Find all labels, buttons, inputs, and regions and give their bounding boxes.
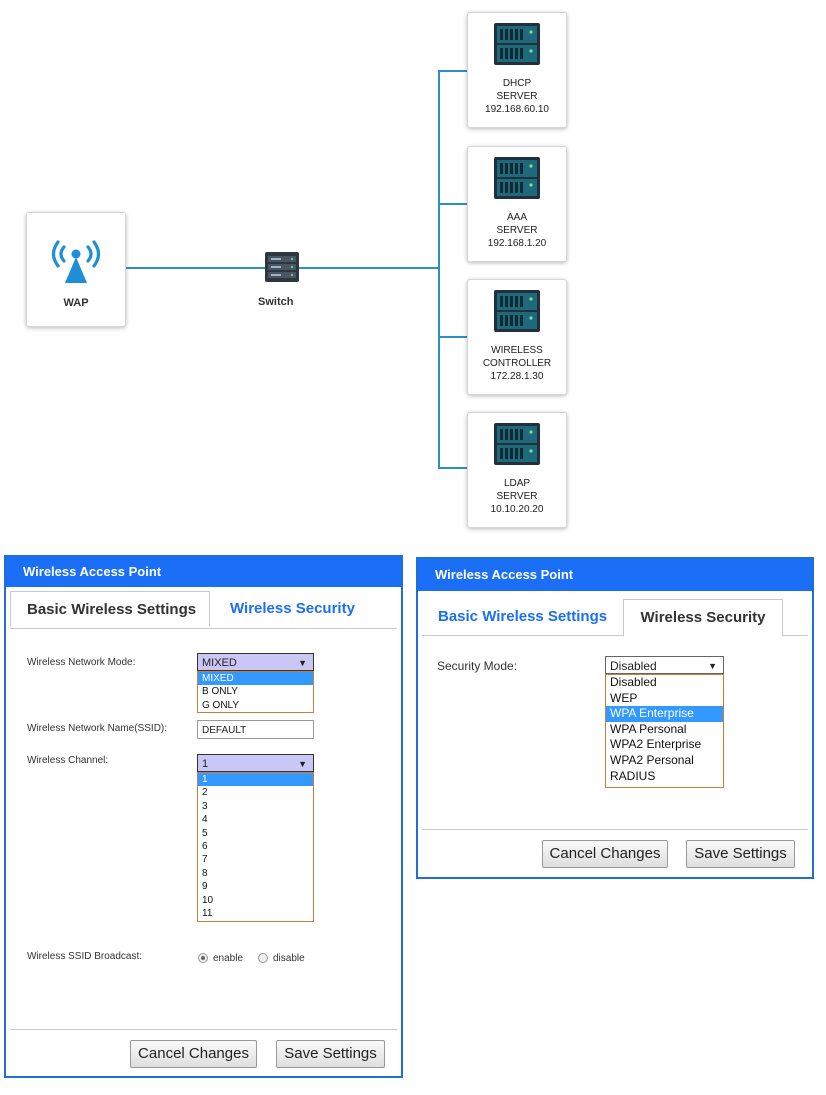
- network-mode-options: MIXED B ONLY G ONLY: [197, 671, 314, 713]
- channel-option[interactable]: 11: [202, 907, 213, 919]
- server-ip-line: 10.10.20.20: [490, 504, 544, 515]
- channel-label: Wireless Channel:: [27, 755, 109, 766]
- server-rack-icon: [494, 423, 540, 465]
- server-rack-icon: [494, 23, 540, 65]
- network-mode-option[interactable]: MIXED: [198, 672, 313, 686]
- server-label: DHCP SERVER 192.168.60.10: [468, 77, 566, 116]
- channel-select[interactable]: 1 ▼: [197, 754, 314, 772]
- security-mode-option[interactable]: RADIUS: [610, 768, 656, 783]
- wireless-antenna-icon: [51, 240, 101, 283]
- aaa-server-node[interactable]: AAA SERVER 192.168.1.20: [467, 146, 567, 262]
- ldap-server-node[interactable]: LDAP SERVER 10.10.20.20: [467, 412, 567, 528]
- channel-option[interactable]: 8: [202, 867, 208, 879]
- network-mode-label: Wireless Network Mode:: [27, 657, 136, 668]
- security-mode-option[interactable]: WPA Enterprise: [606, 706, 723, 722]
- switch-node[interactable]: Switch: [258, 252, 308, 314]
- channel-option[interactable]: 6: [202, 840, 208, 852]
- channel-options: 1 2 3 4 5 6 7 8 9 10 11: [197, 772, 314, 922]
- security-mode-option[interactable]: Disabled: [610, 675, 657, 689]
- server-type-line: SERVER: [496, 491, 538, 502]
- security-mode-select[interactable]: Disabled ▼: [605, 656, 724, 674]
- security-mode-option[interactable]: WEP: [610, 690, 638, 705]
- security-mode-option[interactable]: WPA2 Enterprise: [610, 737, 702, 752]
- security-mode-option[interactable]: WPA Personal: [610, 721, 687, 736]
- security-mode-options: Disabled WEP WPA Enterprise WPA Personal…: [605, 674, 724, 788]
- wap-label: WAP: [63, 297, 89, 309]
- wap-node[interactable]: WAP: [26, 212, 126, 327]
- server-ip-line: 192.168.60.10: [485, 104, 549, 115]
- ssid-input[interactable]: DEFAULT: [197, 720, 314, 739]
- footer-divider: [10, 1029, 397, 1030]
- channel-option[interactable]: 4: [202, 814, 208, 826]
- channel-value: 1: [202, 758, 209, 770]
- security-mode-label: Security Mode:: [437, 659, 518, 673]
- ssid-broadcast-disable-radio[interactable]: [258, 953, 268, 963]
- channel-option[interactable]: 5: [202, 827, 208, 839]
- dhcp-link: [438, 70, 468, 72]
- dropdown-arrow-icon: ▼: [708, 661, 717, 671]
- dhcp-server-node[interactable]: DHCP SERVER 192.168.60.10: [467, 12, 567, 128]
- server-ip-line: 172.28.1.30: [490, 371, 544, 382]
- channel-option[interactable]: 10: [202, 894, 214, 906]
- tab-bar: Basic Wireless Settings Wireless Securit…: [422, 591, 808, 637]
- channel-option[interactable]: 7: [202, 854, 208, 866]
- ssid-broadcast-disable-label: disable: [273, 953, 305, 964]
- save-settings-button[interactable]: Save Settings: [276, 1040, 385, 1068]
- security-mode-value: Disabled: [610, 659, 657, 673]
- tab-wireless-security[interactable]: Wireless Security: [230, 600, 355, 617]
- wireless-controller-node[interactable]: WIRELESS CONTROLLER 172.28.1.30: [467, 279, 567, 395]
- server-name-line: AAA: [506, 212, 527, 223]
- channel-option[interactable]: 9: [202, 881, 208, 893]
- server-label: AAA SERVER 192.168.1.20: [468, 211, 566, 250]
- dropdown-arrow-icon: ▼: [298, 759, 307, 769]
- dropdown-arrow-icon: ▼: [298, 658, 307, 668]
- server-name-line: LDAP: [503, 478, 531, 489]
- basic-wireless-dialog: Wireless Access Point Basic Wireless Set…: [4, 555, 403, 1078]
- dialog-title: Wireless Access Point: [6, 557, 401, 587]
- dialog-title: Wireless Access Point: [418, 559, 812, 591]
- controller-link: [438, 336, 468, 338]
- cancel-changes-button[interactable]: Cancel Changes: [542, 840, 668, 868]
- ssid-broadcast-enable-radio[interactable]: [198, 953, 208, 963]
- tab-bar: Basic Wireless Settings Wireless Securit…: [10, 587, 397, 629]
- footer-divider: [422, 829, 808, 830]
- aaa-link: [438, 203, 468, 205]
- server-name-line: WIRELESS: [491, 345, 543, 356]
- tab-basic-wireless-settings[interactable]: Basic Wireless Settings: [438, 608, 608, 625]
- save-settings-button[interactable]: Save Settings: [686, 840, 795, 868]
- ldap-link: [438, 467, 468, 469]
- network-mode-select[interactable]: MIXED ▼: [197, 653, 314, 671]
- cancel-changes-button[interactable]: Cancel Changes: [130, 1040, 257, 1068]
- channel-option[interactable]: 2: [202, 787, 208, 799]
- server-type-line: SERVER: [496, 91, 538, 102]
- network-mode-value: MIXED: [202, 657, 237, 669]
- security-mode-option[interactable]: WPA2 Personal: [610, 752, 694, 767]
- tab-basic-wireless-settings[interactable]: Basic Wireless Settings: [10, 591, 210, 627]
- server-label: WIRELESS CONTROLLER 172.28.1.30: [468, 344, 566, 383]
- trunk-link: [438, 70, 440, 468]
- server-name-line: DHCP: [502, 78, 532, 89]
- tab-wireless-security[interactable]: Wireless Security: [623, 599, 783, 637]
- wireless-security-dialog: Wireless Access Point Basic Wireless Set…: [416, 557, 814, 879]
- switch-label: Switch: [258, 296, 294, 308]
- channel-option[interactable]: 3: [202, 800, 208, 812]
- server-type-line: SERVER: [496, 225, 538, 236]
- server-rack-icon: [494, 290, 540, 332]
- server-ip-line: 192.168.1.20: [487, 238, 547, 249]
- ssid-broadcast-label: Wireless SSID Broadcast:: [27, 951, 143, 962]
- network-mode-option[interactable]: G ONLY: [202, 699, 240, 711]
- server-type-line: CONTROLLER: [482, 358, 552, 369]
- ssid-label: Wireless Network Name(SSID):: [27, 723, 168, 734]
- server-label: LDAP SERVER 10.10.20.20: [468, 477, 566, 516]
- channel-option[interactable]: 1: [198, 773, 313, 787]
- server-rack-icon: [494, 157, 540, 199]
- ssid-broadcast-enable-label: enable: [213, 953, 244, 964]
- network-mode-option[interactable]: B ONLY: [202, 686, 238, 698]
- network-switch-icon: [265, 252, 299, 282]
